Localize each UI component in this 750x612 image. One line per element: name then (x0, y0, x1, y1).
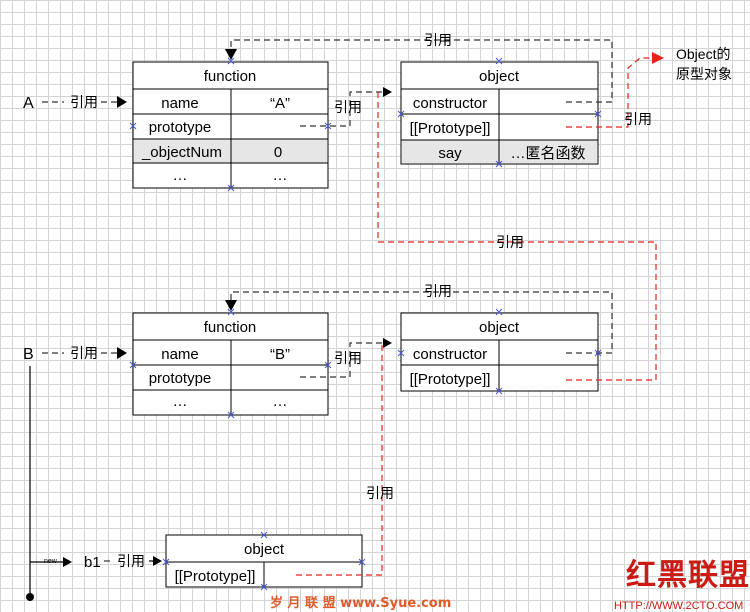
constructor-b-ref-label: 引用 (424, 283, 452, 299)
function-b-more-label: … (173, 393, 188, 410)
function-b-name-label: name (161, 346, 199, 363)
constructor-a-arrowhead (225, 49, 237, 60)
object-b1-proto-chain-line (296, 343, 383, 576)
prototype-a-ref-label: 引用 (334, 99, 362, 115)
object-b1-proto-chain-label: 引用 (366, 485, 394, 501)
function-a-objectnum-value: 0 (274, 144, 282, 161)
watermark-url: HTTP://WWW.2CTO.COM (614, 600, 743, 612)
object-b1-box: object [[Prototype]] (165, 534, 363, 588)
new-arrowhead (63, 557, 72, 567)
function-b-more-value: … (273, 393, 288, 410)
function-a-objectnum-label: _objectNum (141, 144, 222, 161)
watermark-logo: 红黑联盟 (626, 558, 750, 593)
function-a-name-label: name (161, 95, 199, 112)
variable-b1-label: b1 (84, 554, 101, 571)
var-b-ref-label: 引用 (70, 345, 98, 361)
variable-a-label: A (23, 95, 34, 112)
watermark-site: 岁 月 联 盟 www.Syue.com (270, 595, 451, 611)
object-b-title: object (479, 319, 520, 336)
function-a-more-value: … (273, 167, 288, 184)
function-b-box: function name “B” prototype … … (132, 312, 329, 416)
constructor-b-arrowhead (225, 300, 237, 311)
function-a-more-label: … (173, 167, 188, 184)
connection-point-markers (129, 57, 602, 591)
var-b-arrowhead (117, 347, 127, 359)
object-b-proto-chain-label: 引用 (496, 234, 524, 250)
constructor-a-ref-line (230, 39, 613, 103)
function-a-prototype-label: prototype (149, 119, 212, 136)
object-b-box: object constructor [[Prototype]] (400, 312, 599, 392)
object-a-proto-chain-label: 引用 (624, 111, 652, 127)
prototype-a-arrowhead (383, 87, 392, 97)
object-b-constructor-label: constructor (413, 346, 487, 363)
function-a-box: function name “A” prototype _objectNum 0… (132, 61, 329, 189)
object-b-proto-chain-line (377, 92, 657, 381)
function-b-name-value: “B” (270, 346, 290, 363)
b-lifeline-end-dot (26, 593, 34, 601)
variable-b-label: B (23, 346, 34, 363)
object-b1-title: object (244, 541, 285, 558)
object-a-constructor-label: constructor (413, 95, 487, 112)
function-b-title: function (204, 319, 257, 336)
object-a-proto-chain-line (566, 57, 652, 128)
object-prototype-label-line1: Object的 (676, 46, 730, 62)
constructor-a-ref-label: 引用 (424, 32, 452, 48)
object-prototype-label-line2: 原型对象 (676, 66, 732, 82)
object-a-say-value: …匿名函数 (510, 145, 585, 162)
object-a-say-label: say (438, 145, 462, 162)
object-a-box: object constructor [[Prototype]] say …匿名… (400, 61, 599, 165)
prototype-a-ref-line (300, 91, 384, 127)
object-a-proto-chain-arrowhead (652, 52, 664, 64)
prototype-b-arrowhead (383, 338, 392, 348)
object-a-prototype-label: [[Prototype]] (410, 120, 491, 137)
constructor-b-ref-line (230, 291, 613, 354)
function-b-prototype-label: prototype (149, 370, 212, 387)
function-a-name-value: “A” (270, 95, 290, 112)
function-a-title: function (204, 68, 257, 85)
object-b1-prototype-label: [[Prototype]] (175, 568, 256, 585)
var-a-ref-label: 引用 (70, 94, 98, 110)
var-b1-arrowhead (153, 556, 162, 566)
prototype-b-ref-line (300, 342, 384, 378)
var-b1-ref-label: 引用 (117, 553, 145, 569)
object-b-prototype-label: [[Prototype]] (410, 371, 491, 388)
object-a-title: object (479, 68, 520, 85)
var-a-arrowhead (117, 96, 127, 108)
new-label: new (44, 558, 58, 565)
prototype-b-ref-label: 引用 (334, 350, 362, 366)
